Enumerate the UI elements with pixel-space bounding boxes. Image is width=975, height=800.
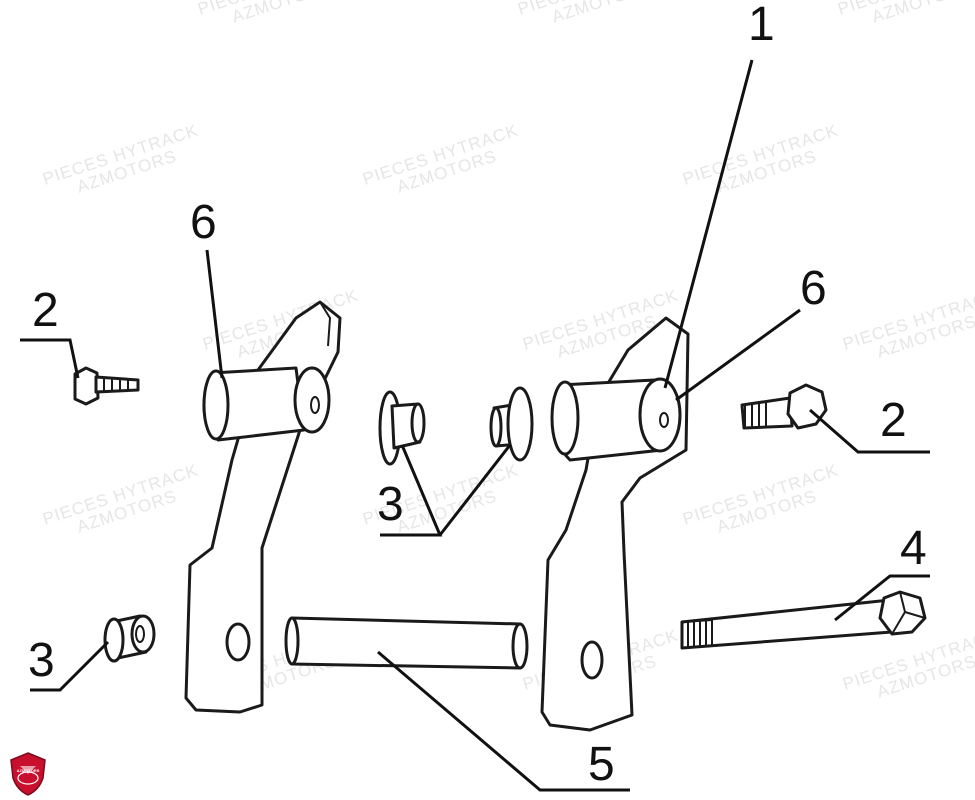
left-plate-lower-hole bbox=[225, 622, 251, 662]
callout-1: 1 bbox=[748, 0, 775, 51]
callout-3-left: 3 bbox=[28, 634, 55, 687]
leader-1 bbox=[663, 59, 754, 389]
watermark-line2: AZMOTORS bbox=[229, 0, 334, 27]
leader-4 bbox=[834, 574, 930, 622]
callout-6-right: 6 bbox=[800, 262, 827, 315]
short-bolt-left bbox=[73, 366, 140, 406]
azmotors-logo bbox=[10, 752, 46, 796]
left-bushing bbox=[202, 366, 331, 442]
spacer-left bbox=[103, 614, 156, 663]
callout-2-right: 2 bbox=[880, 394, 907, 447]
watermark-line2: AZMOTORS bbox=[869, 0, 974, 27]
leader-6-left bbox=[205, 249, 224, 379]
short-bolt-right bbox=[740, 383, 828, 430]
watermark-line2: AZMOTORS bbox=[549, 0, 654, 27]
spacer-center-right bbox=[489, 386, 534, 462]
right-plate-lower-hole bbox=[580, 640, 604, 680]
leader-3-center bbox=[380, 444, 512, 537]
logo-text: AZMOTORS bbox=[16, 768, 40, 773]
leader-2-left bbox=[20, 338, 80, 379]
spacer-center-left bbox=[378, 390, 426, 466]
callout-5: 5 bbox=[588, 738, 615, 791]
right-bushing bbox=[550, 377, 682, 462]
callout-3-center: 3 bbox=[377, 478, 404, 531]
shaft bbox=[284, 616, 529, 670]
leader-5 bbox=[377, 650, 630, 792]
leader-lines bbox=[20, 59, 930, 792]
callout-6-left: 6 bbox=[190, 196, 217, 249]
leader-3-left bbox=[30, 640, 110, 692]
leader-2-right bbox=[809, 408, 930, 454]
callout-2-left: 2 bbox=[32, 284, 59, 337]
long-bolt bbox=[680, 590, 927, 650]
callout-labels: 1 6 6 2 2 3 4 3 5 bbox=[28, 0, 927, 791]
leader-6-right bbox=[675, 308, 801, 402]
callout-4: 4 bbox=[900, 522, 927, 575]
